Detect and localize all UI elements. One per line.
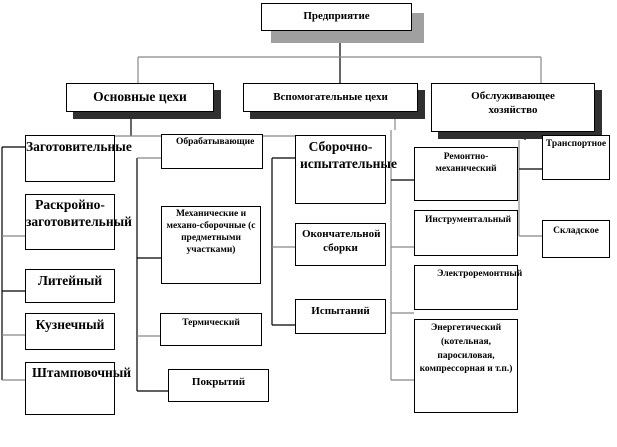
root-box: Предприятие — [261, 3, 412, 31]
item-label: Термический — [182, 318, 240, 328]
item-label: Штамповочный — [32, 365, 132, 380]
list-item: Термический — [160, 313, 262, 346]
assembly-box: Сборочно-испытательные — [295, 135, 397, 204]
item-label: Испытаний — [311, 305, 370, 317]
item-label: Раскройно-заготовительный — [26, 197, 132, 229]
list-item: Транспортное — [542, 135, 610, 180]
item-label: Покрытий — [191, 376, 246, 388]
main-shops-label: Основные цехи — [93, 89, 187, 104]
item-label: Кузнечный — [35, 317, 105, 332]
item-label: Окончательной сборки — [302, 228, 381, 254]
item-label: Энергетический (котельная, паросиловая, … — [419, 323, 513, 375]
processing-label: Обрабатывающие — [176, 137, 255, 147]
service-label: Обслуживающее хозяйство — [471, 90, 555, 116]
item-label: Электроремонтный — [437, 269, 523, 279]
list-item: Механические и механо-сборочные (с предм… — [161, 206, 261, 284]
processing-box: Обрабатывающие — [161, 134, 263, 169]
list-item: Покрытий — [168, 369, 269, 402]
item-label: Ремонтно-механический — [435, 152, 497, 174]
item-label: Транспортное — [545, 139, 607, 149]
procurement-box: Заготовительные — [25, 135, 132, 182]
item-label: Механические и механо-сборочные (с предм… — [166, 209, 256, 255]
list-item: Окончательной сборки — [295, 223, 386, 266]
list-item: Испытаний — [295, 299, 386, 334]
procurement-label: Заготовительные — [26, 139, 132, 154]
list-item: Штамповочный — [25, 362, 131, 415]
list-item: Литейный — [25, 269, 115, 303]
root-label: Предприятие — [303, 10, 370, 22]
list-item: Раскройно-заготовительный — [25, 194, 132, 250]
list-item: Кузнечный — [25, 313, 115, 350]
item-label: Литейный — [37, 273, 103, 288]
auxiliary-shops-label: Вспомогательные цехи — [273, 91, 388, 103]
main-shops-box: Основные цехи — [66, 83, 214, 112]
item-label: Складское — [553, 226, 599, 236]
list-item: Складское — [542, 220, 610, 258]
auxiliary-shops-box: Вспомогательные цехи — [243, 83, 418, 112]
assembly-label: Сборочно-испытательные — [300, 139, 397, 171]
list-item: Инструментальный — [414, 210, 518, 256]
list-item: Электроремонтный — [414, 265, 522, 310]
service-box: Обслуживающее хозяйство — [431, 83, 595, 132]
list-item: Энергетический (котельная, паросиловая, … — [414, 319, 518, 413]
list-item: Ремонтно-механический — [414, 147, 518, 201]
item-label: Инструментальный — [425, 215, 512, 225]
